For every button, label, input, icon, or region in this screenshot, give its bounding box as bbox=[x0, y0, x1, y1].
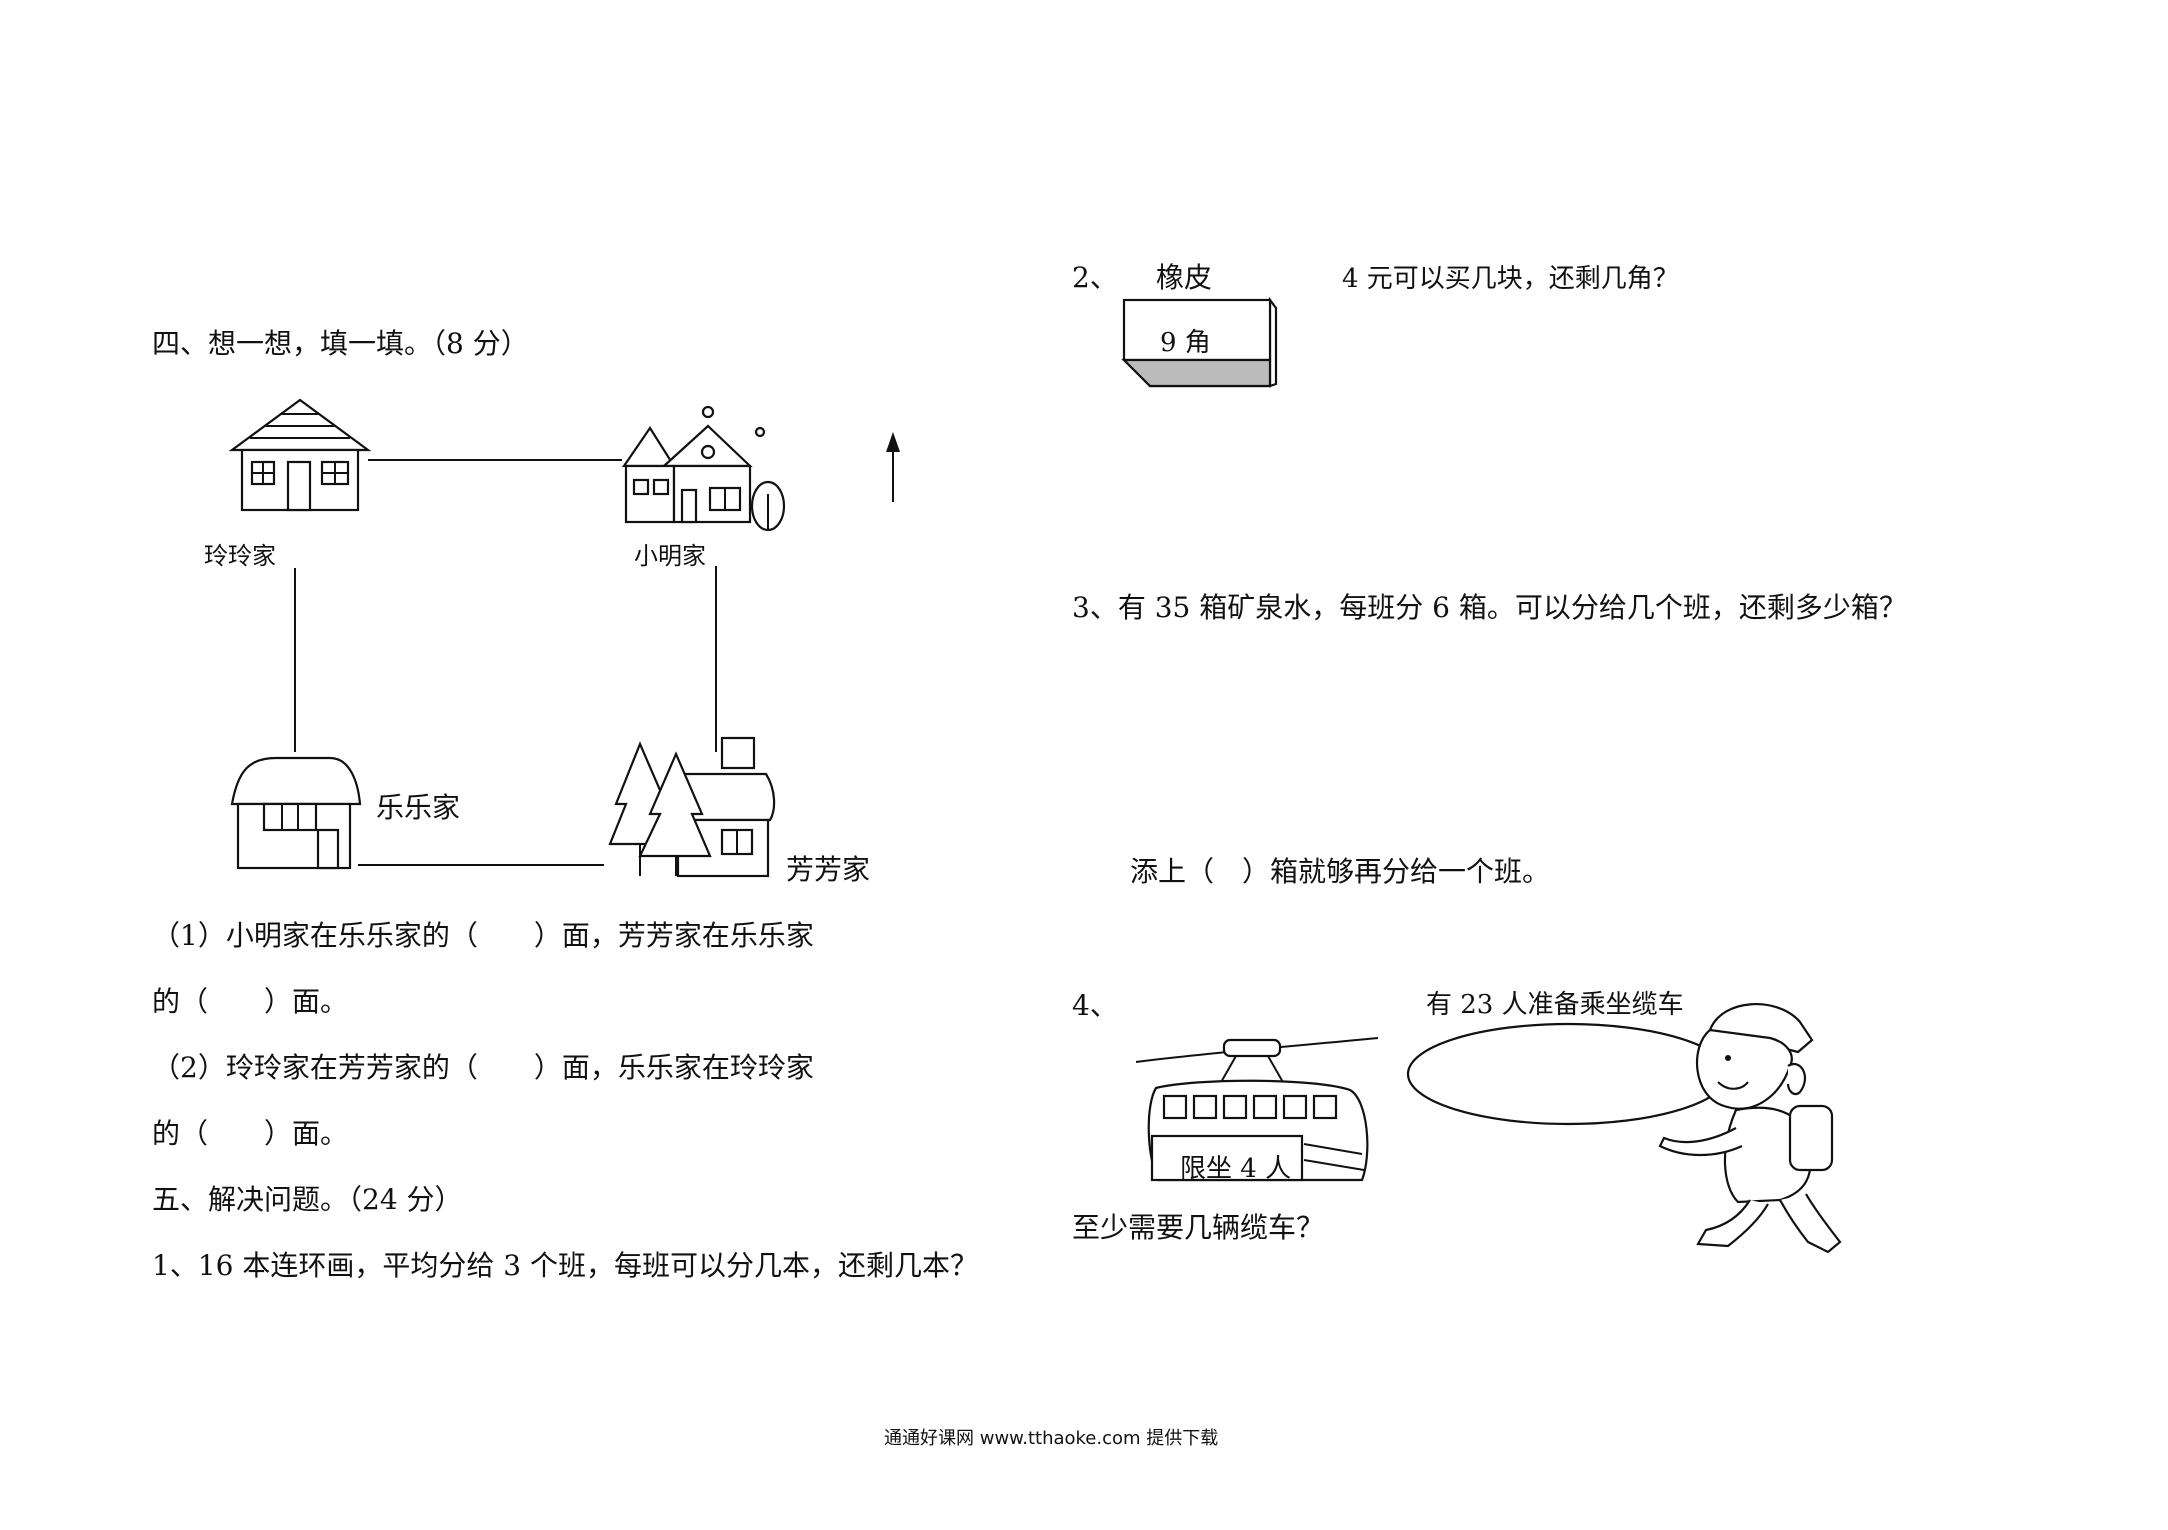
cable-car-sign: 限坐 4 人 bbox=[1180, 1154, 1292, 1184]
fangfang-house-icon bbox=[608, 736, 776, 878]
question-2-line-1: （2）玲玲家在芳芳家的（ ）面，乐乐家在玲玲家 bbox=[152, 1051, 814, 1084]
problem-2-number: 2、 bbox=[1072, 261, 1118, 294]
problem-4-question: 至少需要几辆缆车？ bbox=[1072, 1211, 1325, 1244]
cable-car-icon bbox=[1135, 1037, 1379, 1182]
eraser-price: 9 角 bbox=[1160, 328, 1211, 358]
section-4-title: 四、想一想，填一填。（8 分） bbox=[152, 327, 529, 360]
footer-credit: 通通好课网 www.tthaoke.com 提供下载 bbox=[884, 1428, 1219, 1449]
eraser-icon bbox=[1121, 296, 1278, 388]
label-xiaoming-home: 小明家 bbox=[634, 542, 706, 570]
problem-3-question: 3、有 35 箱矿泉水，每班分 6 箱。可以分给几个班，还剩多少箱？ bbox=[1072, 591, 1907, 624]
problem-4-info: 有 23 人准备乘坐缆车 bbox=[1426, 990, 1684, 1020]
question-2-line-2: 的（ ）面。 bbox=[152, 1117, 349, 1150]
label-fangfang-home: 芳芳家 bbox=[786, 853, 871, 886]
lingling-house-icon bbox=[228, 398, 372, 512]
label-lingling-home: 玲玲家 bbox=[204, 542, 276, 570]
problem-3-fill-blank: 添上（ ）箱就够再分给一个班。 bbox=[1130, 855, 1551, 888]
xiaoming-house-icon bbox=[621, 405, 786, 532]
problem-2-question: 4 元可以买几块，还剩几角？ bbox=[1342, 264, 1679, 294]
label-lele-home: 乐乐家 bbox=[376, 791, 461, 824]
lele-house-icon bbox=[230, 756, 362, 870]
question-1-line-1: （1）小明家在乐乐家的（ ）面，芳芳家在乐乐家 bbox=[152, 919, 814, 952]
question-1-line-2: 的（ ）面。 bbox=[152, 985, 349, 1018]
problem-1: 1、16 本连环画，平均分给 3 个班，每班可以分几本，还剩几本？ bbox=[152, 1249, 978, 1282]
hiker-child-icon bbox=[1658, 1003, 1842, 1254]
eraser-label: 橡皮 bbox=[1156, 261, 1213, 294]
section-5-title: 五、解决问题。（24 分） bbox=[152, 1183, 463, 1216]
problem-4-number: 4、 bbox=[1072, 989, 1118, 1022]
